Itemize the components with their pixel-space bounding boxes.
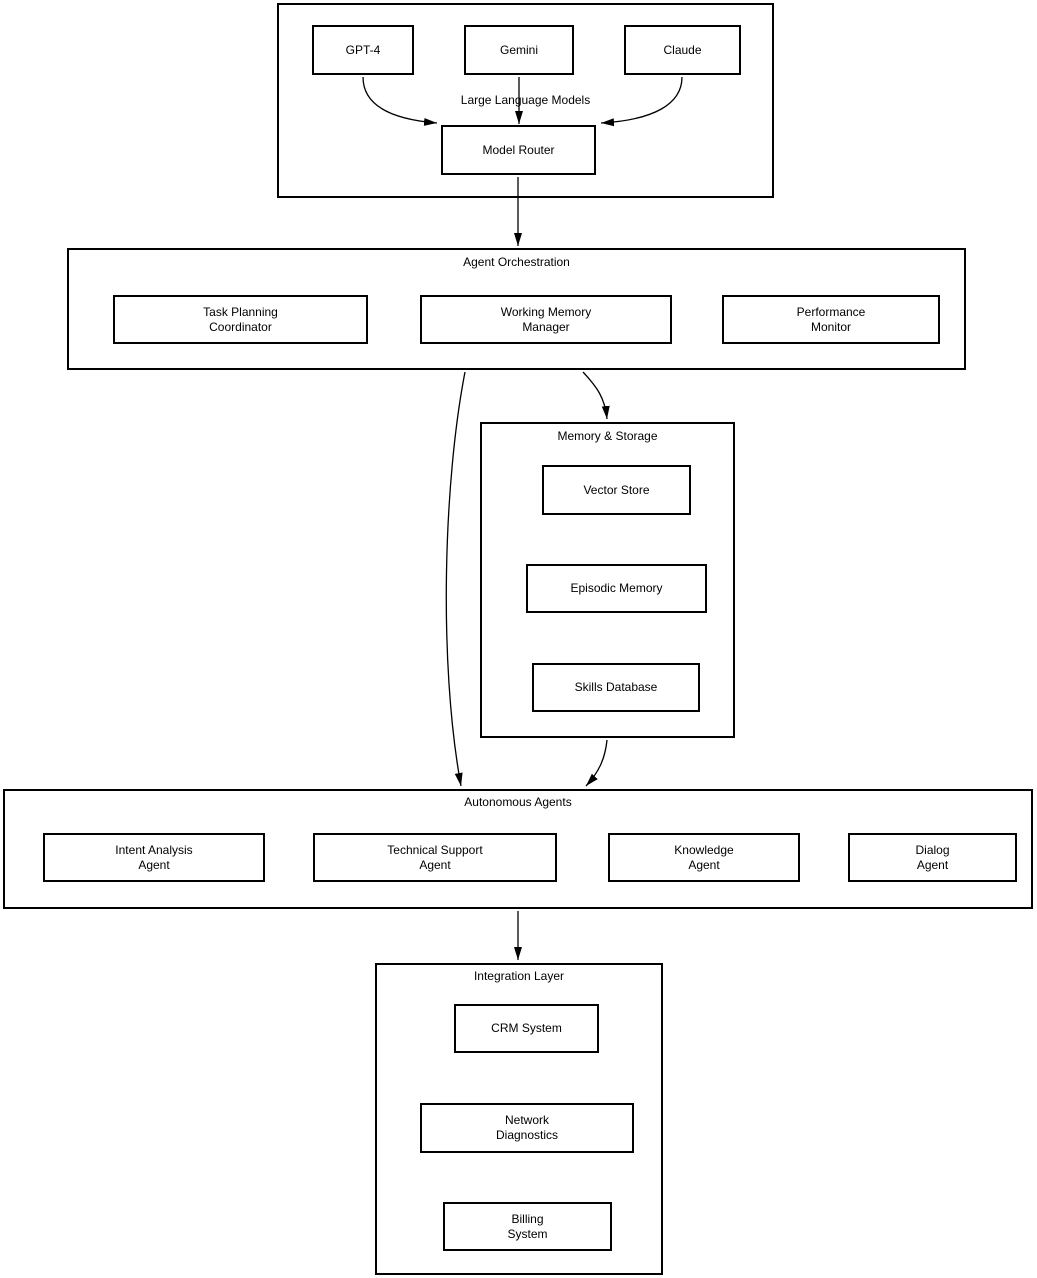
container-autonomous-agents-label: Autonomous Agents — [464, 795, 572, 809]
node-model-router: Model Router — [441, 125, 596, 175]
node-working-memory-manager-label: Working Memory Manager — [500, 304, 592, 334]
node-vector-store-label: Vector Store — [583, 482, 650, 497]
node-task-planning-coordinator-label: Task Planning Coordinator — [203, 304, 278, 334]
container-large-language-models-label: Large Language Models — [460, 93, 591, 107]
container-memory-storage — [480, 422, 735, 738]
container-agent-orchestration-label: Agent Orchestration — [463, 255, 570, 269]
node-model-router-label: Model Router — [482, 142, 555, 157]
node-claude: Claude — [624, 25, 741, 75]
node-crm-system-label: CRM System — [491, 1021, 562, 1035]
node-episodic-memory-label: Episodic Memory — [570, 581, 663, 595]
node-dialog-agent: Dialog Agent — [848, 833, 1017, 882]
container-agent-orchestration — [67, 248, 966, 370]
container-integration-layer-label: Integration Layer — [473, 969, 565, 983]
node-network-diagnostics: Network Diagnostics — [420, 1103, 634, 1153]
node-gemini: Gemini — [464, 25, 574, 75]
container-memory-storage-label: Memory & Storage — [557, 429, 658, 443]
node-intent-analysis-agent-label: Intent Analysis Agent — [115, 842, 193, 872]
node-performance-monitor: Performance Monitor — [722, 295, 940, 344]
edge-orchestration-to-memory — [582, 371, 610, 420]
node-vector-store: Vector Store — [542, 465, 691, 515]
node-skills-database: Skills Database — [532, 663, 700, 712]
node-skills-database-label: Skills Database — [574, 680, 658, 694]
node-gemini-label: Gemini — [499, 42, 538, 57]
container-integration-layer — [375, 963, 663, 1275]
node-dialog-agent-label: Dialog Agent — [915, 842, 950, 872]
node-gpt-4-label: GPT-4 — [345, 42, 381, 57]
node-knowledge-agent: Knowledge Agent — [608, 833, 800, 882]
node-intent-analysis-agent: Intent Analysis Agent — [43, 833, 265, 882]
node-gpt-4: GPT-4 — [312, 25, 414, 75]
node-task-planning-coordinator: Task Planning Coordinator — [113, 295, 368, 344]
node-claude-label: Claude — [663, 42, 702, 57]
edge-memory-to-agents — [585, 739, 608, 787]
node-technical-support-agent: Technical Support Agent — [313, 833, 557, 882]
node-working-memory-manager: Working Memory Manager — [420, 295, 672, 344]
node-billing-system-label: Billing System — [507, 1211, 548, 1241]
node-performance-monitor-label: Performance Monitor — [796, 304, 866, 334]
node-technical-support-agent-label: Technical Support Agent — [387, 842, 483, 872]
node-crm-system: CRM System — [454, 1004, 599, 1053]
node-episodic-memory: Episodic Memory — [526, 564, 707, 613]
node-billing-system: Billing System — [443, 1202, 612, 1251]
node-network-diagnostics-label: Network Diagnostics — [495, 1113, 559, 1142]
container-large-language-models — [277, 3, 774, 198]
container-autonomous-agents — [3, 789, 1033, 909]
node-knowledge-agent-label: Knowledge Agent — [674, 842, 734, 872]
edge-orchestration-to-agents — [445, 371, 466, 787]
